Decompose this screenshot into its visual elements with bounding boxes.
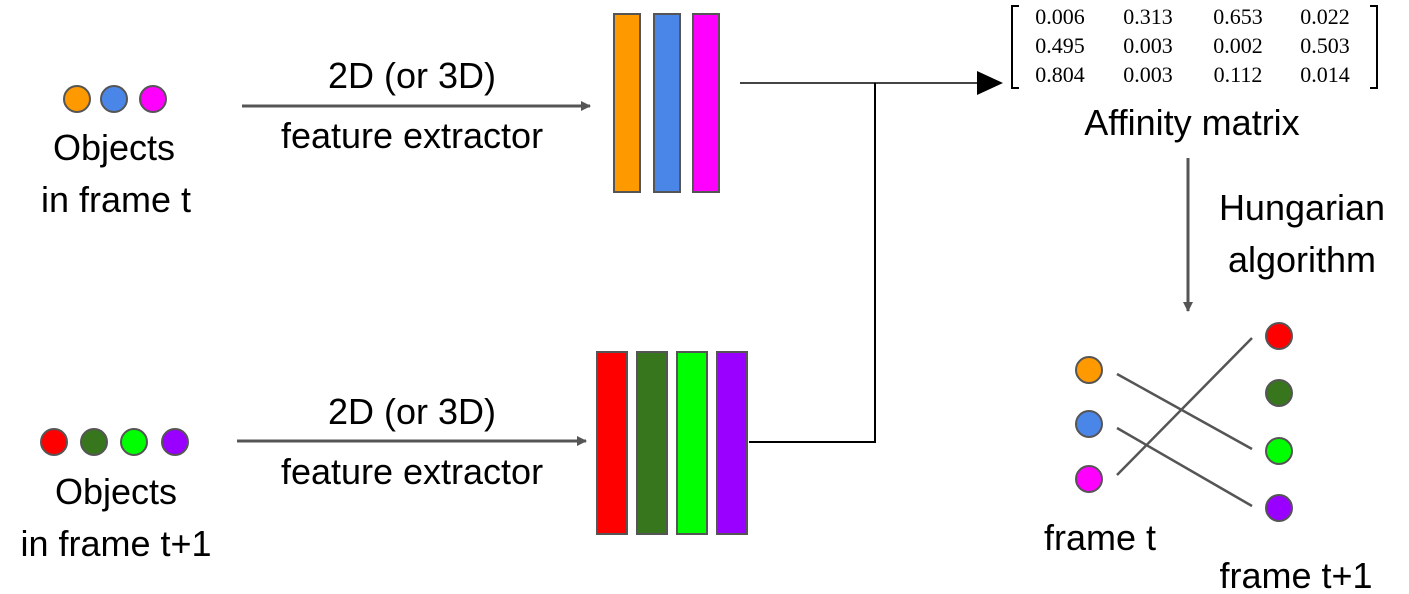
matrix-cell: 0.003 bbox=[1123, 62, 1173, 87]
left-node-magenta bbox=[1075, 465, 1103, 493]
merge-connector bbox=[740, 71, 1003, 443]
object-dot-darkgreen bbox=[80, 428, 108, 456]
connector-arrowhead bbox=[977, 71, 1003, 95]
hungarian-label-line1: Hungarian bbox=[1219, 187, 1385, 228]
matrix-right-bracket bbox=[1370, 5, 1378, 89]
matrix-left-bracket bbox=[1011, 5, 1019, 89]
match-line bbox=[1116, 337, 1253, 476]
hungarian-step: Hungarian algorithm bbox=[1183, 158, 1385, 312]
extractor-label-line2: feature extractor bbox=[281, 451, 543, 492]
objects-frame-t: Objects in frame t bbox=[41, 85, 191, 220]
matrix-cell: 0.112 bbox=[1214, 62, 1263, 87]
matrix-cell: 0.503 bbox=[1300, 33, 1350, 58]
right-node-green bbox=[1265, 437, 1293, 465]
objects-frame-t1: Objects in frame t+1 bbox=[20, 428, 212, 564]
extractor-label-line2: feature extractor bbox=[281, 115, 543, 156]
objects-label-line2: in frame t bbox=[41, 179, 191, 220]
feature-bar-darkgreen bbox=[636, 351, 668, 535]
extractor-label-line1: 2D (or 3D) bbox=[328, 391, 496, 432]
affinity-matrix-label: Affinity matrix bbox=[1084, 102, 1299, 143]
matrix-cell: 0.495 bbox=[1035, 33, 1085, 58]
matrix-cell: 0.653 bbox=[1213, 4, 1263, 29]
feature-extractor-top: 2D (or 3D) feature extractor bbox=[242, 55, 591, 156]
matrix-cell: 0.006 bbox=[1035, 4, 1085, 29]
object-dot-magenta bbox=[139, 85, 167, 113]
match-line bbox=[1116, 372, 1253, 451]
matrix-cell: 0.022 bbox=[1300, 4, 1350, 29]
match-lines bbox=[1116, 337, 1253, 508]
matrix-cell: 0.003 bbox=[1123, 33, 1173, 58]
feature-bar-blue bbox=[653, 13, 681, 193]
affinity-matrix: 0.006 0.313 0.653 0.022 0.495 0.003 0.002 0.503… bbox=[1011, 4, 1378, 143]
frame-t-label: frame t bbox=[1044, 517, 1156, 558]
connector-bottom bbox=[749, 83, 876, 443]
feature-vectors-top bbox=[613, 13, 720, 193]
right-node-purple bbox=[1265, 494, 1293, 522]
bipartite-matching: frame t frame t+1 bbox=[1044, 322, 1373, 594]
objects-label-line1: Objects bbox=[55, 471, 177, 512]
match-line bbox=[1116, 426, 1253, 508]
matrix-cell: 0.002 bbox=[1213, 33, 1263, 58]
frame-t1-label: frame t+1 bbox=[1219, 555, 1372, 594]
matrix-cells: 0.006 0.313 0.653 0.022 0.495 0.003 0.002 0.503… bbox=[1035, 4, 1350, 87]
left-node-orange bbox=[1075, 356, 1103, 384]
feature-vectors-bottom bbox=[596, 351, 748, 535]
feature-bar-orange bbox=[613, 13, 641, 193]
object-dot-orange bbox=[63, 85, 91, 113]
object-dot-purple bbox=[161, 428, 189, 456]
object-dot-green bbox=[120, 428, 148, 456]
feature-bar-green bbox=[676, 351, 708, 535]
objects-label-line1: Objects bbox=[53, 127, 175, 168]
matrix-cell: 0.014 bbox=[1300, 62, 1350, 87]
extractor-label-line1: 2D (or 3D) bbox=[328, 55, 496, 96]
matrix-cell: 0.804 bbox=[1035, 62, 1085, 87]
object-dot-red bbox=[40, 428, 68, 456]
feature-extractor-bottom: 2D (or 3D) feature extractor bbox=[237, 391, 587, 492]
right-node-darkgreen bbox=[1265, 379, 1293, 407]
feature-bar-purple bbox=[716, 351, 748, 535]
feature-bar-red bbox=[596, 351, 628, 535]
feature-bar-magenta bbox=[692, 13, 720, 193]
matrix-cell: 0.313 bbox=[1123, 4, 1173, 29]
hungarian-label-line2: algorithm bbox=[1228, 239, 1376, 280]
left-node-blue bbox=[1075, 410, 1103, 438]
right-node-red bbox=[1265, 322, 1293, 350]
objects-label-line2: in frame t+1 bbox=[20, 523, 211, 564]
object-dot-blue bbox=[100, 85, 128, 113]
